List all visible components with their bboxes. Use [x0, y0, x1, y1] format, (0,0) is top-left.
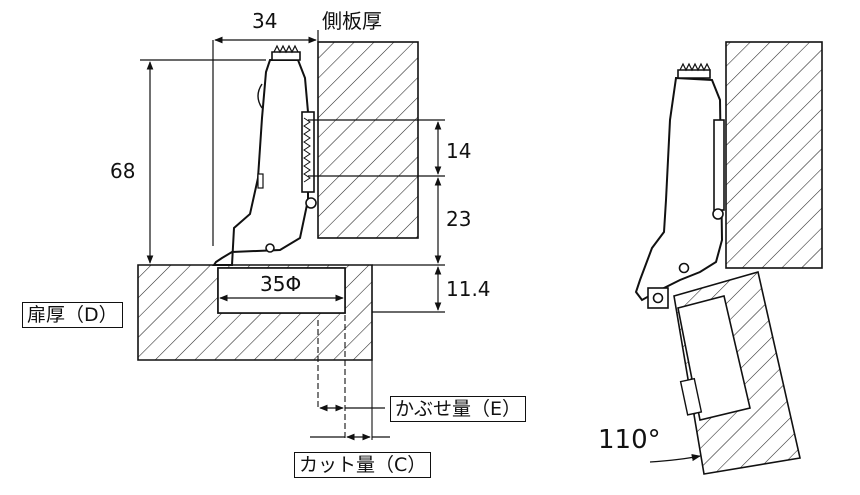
- side-panel-thickness-label: 側板厚: [322, 9, 382, 33]
- door-thickness-label: 扉厚（D）: [22, 302, 123, 328]
- mounting-plate: [301, 111, 315, 193]
- cut-amount-label: カット量（C）: [294, 452, 432, 478]
- dim-34-label: 34: [252, 9, 277, 33]
- dim-11-4-label: 11.4: [446, 277, 491, 301]
- dim-68-label: 68: [110, 159, 135, 183]
- overlay-label: かぶせ量（E）: [390, 396, 527, 422]
- dim-14-label: 14: [446, 139, 471, 163]
- side-panel-open: [725, 41, 823, 269]
- hinge-screw-teeth: [273, 44, 299, 54]
- hinge-pivot: [265, 243, 275, 253]
- dim-23-label: 23: [446, 207, 471, 231]
- angle-arc: [649, 454, 701, 463]
- hinge-arm: [212, 59, 309, 266]
- side-panel: [317, 41, 419, 239]
- cup-recess: [217, 267, 346, 314]
- hinge-adjust-screw: [271, 51, 301, 61]
- opening-angle-label: 110°: [598, 425, 661, 455]
- cup-diameter-label: 35Φ: [260, 272, 301, 296]
